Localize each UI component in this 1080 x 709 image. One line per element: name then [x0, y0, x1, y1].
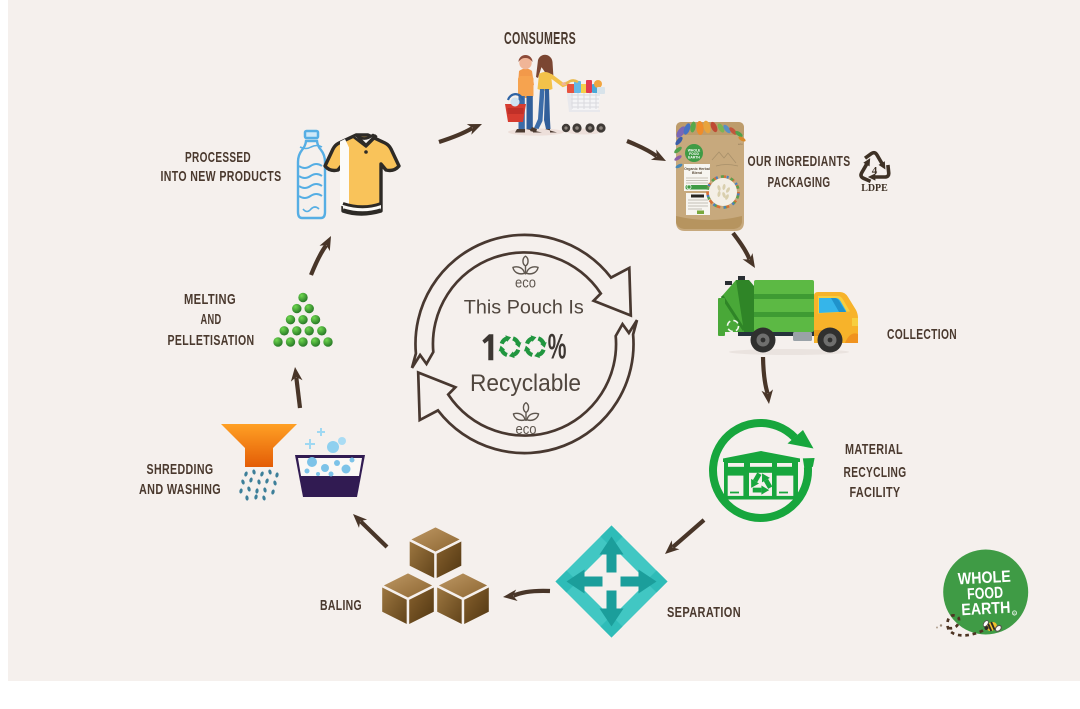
- svg-text:PELLETISATION: PELLETISATION: [168, 333, 255, 349]
- svg-text:R: R: [1013, 612, 1016, 616]
- svg-text:%: %: [548, 328, 567, 367]
- svg-text:AND WASHING: AND WASHING: [139, 482, 221, 498]
- svg-text:Organic Herbal: Organic Herbal: [684, 167, 710, 171]
- svg-text:This Pouch Is: This Pouch Is: [464, 297, 584, 319]
- svg-text:SEPARATION: SEPARATION: [667, 604, 741, 621]
- svg-text:FOOD: FOOD: [689, 152, 699, 156]
- svg-text:MATERIAL: MATERIAL: [845, 442, 903, 458]
- svg-text:RECYCLING: RECYCLING: [844, 465, 907, 481]
- svg-text:COLLECTION: COLLECTION: [887, 326, 957, 343]
- svg-text:eco: eco: [516, 421, 537, 438]
- svg-text:eco: eco: [515, 275, 536, 292]
- svg-text:eco: eco: [738, 142, 743, 146]
- svg-text:SHREDDING: SHREDDING: [147, 462, 214, 478]
- svg-text:BALING: BALING: [320, 597, 362, 614]
- svg-text:INTO NEW PRODUCTS: INTO NEW PRODUCTS: [161, 169, 282, 185]
- svg-text:MELTING: MELTING: [184, 292, 236, 308]
- svg-text:OUR INGREDIANTS: OUR INGREDIANTS: [748, 154, 851, 170]
- svg-text:Blend: Blend: [692, 171, 702, 175]
- svg-text:WHOLE: WHOLE: [688, 149, 701, 153]
- svg-text:WHOLE: WHOLE: [957, 568, 1011, 589]
- svg-text:EARTH: EARTH: [688, 156, 700, 160]
- svg-text:4: 4: [872, 165, 878, 177]
- svg-text:FACILITY: FACILITY: [850, 485, 901, 501]
- svg-text:EARTH: EARTH: [961, 599, 1011, 620]
- svg-text:PROCESSED: PROCESSED: [185, 150, 251, 166]
- svg-text:Recyclable: Recyclable: [470, 370, 581, 397]
- svg-text:CONSUMERS: CONSUMERS: [504, 28, 576, 48]
- svg-text:LDPE: LDPE: [861, 182, 888, 194]
- svg-text:PACKAGING: PACKAGING: [768, 175, 831, 191]
- svg-text:AND: AND: [201, 312, 222, 328]
- svg-text:FOOD: FOOD: [967, 585, 1004, 604]
